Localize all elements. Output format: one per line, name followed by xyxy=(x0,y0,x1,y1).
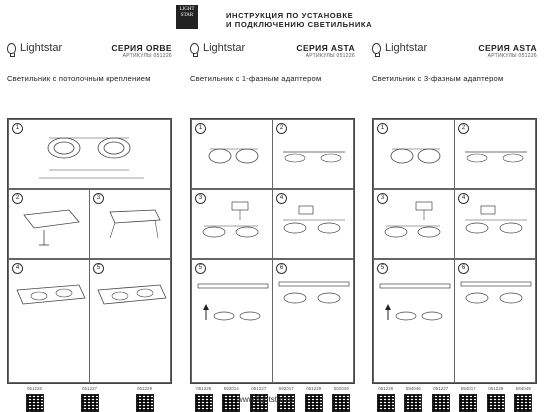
adapter-drawing xyxy=(202,201,259,238)
steps-grid: 1 2 3 4 xyxy=(190,118,355,384)
steps-grid: 1 2 3 xyxy=(7,118,172,384)
bulb-icon xyxy=(372,42,381,57)
step-panel: 2 xyxy=(454,119,536,189)
qr-codes xyxy=(7,394,172,412)
qr-code-icon xyxy=(404,394,423,412)
wiring-drawing xyxy=(109,209,161,239)
section-subtitle: Светильник с потолочным креплением xyxy=(7,74,151,83)
fixture-side-drawing xyxy=(283,151,345,163)
adapter-mount-drawing xyxy=(283,205,345,234)
series-name: СЕРИЯ ASTA xyxy=(296,43,355,53)
article-codes: 051226 592014 051227 592017 051229 59204… xyxy=(196,386,349,391)
assembled-fixture-drawing xyxy=(97,284,167,305)
column-orbe: Lightstar СЕРИЯ ORBE АРТИКУЛЫ 051226 Све… xyxy=(7,38,172,412)
adapter-mount-drawing xyxy=(465,205,527,234)
fixture-body-drawing xyxy=(16,284,86,305)
adapter-drawing xyxy=(384,201,441,238)
article-number: АРТИКУЛЫ 051226 xyxy=(122,53,172,59)
article-codes: 051226 051227 051229 xyxy=(26,386,153,391)
step-panel: 3 xyxy=(373,189,455,259)
step-panel: 2 xyxy=(8,189,90,259)
qr-code-icon xyxy=(304,394,323,412)
track-install-drawing xyxy=(379,283,451,321)
lightstar-logo: Lightstar xyxy=(190,42,245,57)
step-panel: 3 xyxy=(191,189,273,259)
article-codes: 051226 594046 051227 594017 051229 59404… xyxy=(378,386,531,391)
qr-code-icon xyxy=(431,394,450,412)
step-panel: 5 xyxy=(89,259,171,383)
article-number: АРТИКУЛЫ 051226 xyxy=(305,53,355,59)
instruction-title: ИНСТРУКЦИЯ ПО УСТАНОВКЕ И ПОДКЛЮЧЕНИЮ СВ… xyxy=(226,11,373,29)
step-panel: 4 xyxy=(272,189,354,259)
step-panel: 1 xyxy=(8,119,171,189)
step-panel: 4 xyxy=(454,189,536,259)
qr-code-icon xyxy=(80,394,99,412)
track-install-drawing xyxy=(197,283,269,321)
two-spotlight-drawing xyxy=(390,148,441,164)
article-number: АРТИКУЛЫ 051226 xyxy=(487,53,537,59)
qr-code-icon xyxy=(135,394,154,412)
qr-code-icon xyxy=(194,394,213,412)
two-spotlight-drawing xyxy=(208,148,259,164)
mounting-plate-drawing xyxy=(23,209,80,246)
installed-on-track-drawing xyxy=(278,281,350,304)
step-panel: 6 xyxy=(454,259,536,383)
section-subtitle: Светильник с 1-фазным адаптером xyxy=(190,74,322,83)
bulb-icon xyxy=(7,42,16,57)
brand-mark: LIGHT STAR xyxy=(176,5,198,29)
qr-codes xyxy=(372,394,537,412)
qr-code-icon xyxy=(514,394,533,412)
fixture-side-drawing xyxy=(465,151,527,163)
series-name: СЕРИЯ ASTA xyxy=(478,43,537,53)
step-panel: 5 xyxy=(373,259,455,383)
bulb-icon xyxy=(190,42,199,57)
column-asta-1phase: Lightstar СЕРИЯ ASTA АРТИКУЛЫ 051226 Све… xyxy=(190,38,355,412)
lightstar-logo: Lightstar xyxy=(372,42,427,57)
qr-code-icon xyxy=(459,394,478,412)
step-panel: 1 xyxy=(373,119,455,189)
qr-code-icon xyxy=(25,394,44,412)
website-link[interactable]: www.lightstar.ru xyxy=(237,395,294,404)
step-panel: 1 xyxy=(191,119,273,189)
qr-code-icon xyxy=(376,394,395,412)
step-panel: 3 xyxy=(89,189,171,259)
step-panel: 6 xyxy=(272,259,354,383)
step-panel: 2 xyxy=(272,119,354,189)
step-panel: 5 xyxy=(191,259,273,383)
qr-code-icon xyxy=(332,394,351,412)
qr-code-icon xyxy=(486,394,505,412)
two-spotlight-drawing xyxy=(39,137,144,179)
section-subtitle: Светильник с 3-фазным адаптером xyxy=(372,74,504,83)
steps-grid: 1 2 3 4 xyxy=(372,118,537,384)
lightstar-logo: Lightstar xyxy=(7,42,62,57)
installed-on-track-drawing xyxy=(460,281,532,304)
step-panel: 4 xyxy=(8,259,90,383)
series-name: СЕРИЯ ORBE xyxy=(111,43,172,53)
column-asta-3phase: Lightstar СЕРИЯ ASTA АРТИКУЛЫ 051226 Све… xyxy=(372,38,537,412)
